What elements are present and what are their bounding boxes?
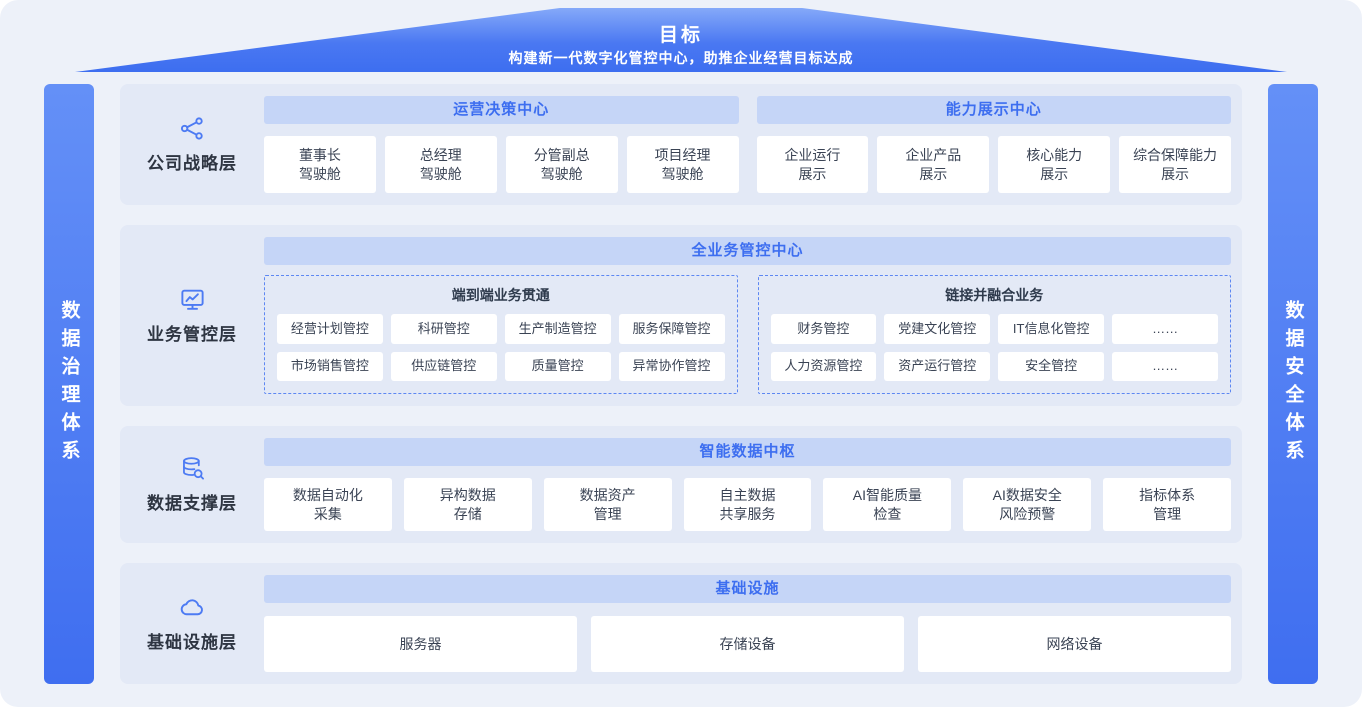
strategy-card: 企业产品 展示 — [877, 136, 990, 193]
strategy-card: 核心能力 展示 — [998, 136, 1111, 193]
group-title: 链接并融合业务 — [945, 287, 1044, 303]
infra-card: 存储设备 — [591, 616, 904, 672]
layer-panel-strategy: 公司战略层 运营决策中心 董事长 驾驶舱 总经理 驾驶舱 分管副总 驾驶舱 项目… — [120, 84, 1242, 205]
business-card: IT信息化管控 — [998, 314, 1105, 344]
business-card: 市场销售管控 — [277, 351, 383, 381]
business-card: 财务管控 — [770, 314, 877, 344]
cloud-icon — [179, 594, 206, 621]
business-card: 科研管控 — [390, 314, 497, 344]
card-row: 董事长 驾驶舱 总经理 驾驶舱 分管副总 驾驶舱 项目经理 驾驶舱 — [264, 136, 739, 193]
business-layer-content: 全业务管控中心 端到端业务贯通 经营计划管控 科研管控 生产制造管控 服务保障管… — [264, 225, 1242, 406]
strategy-card: 总经理 驾驶舱 — [384, 136, 497, 193]
card-row: 市场销售管控 供应链管控 质量管控 异常协作管控 — [277, 351, 725, 381]
business-groups: 端到端业务贯通 经营计划管控 科研管控 生产制造管控 服务保障管控 市场销售管控… — [264, 275, 1231, 394]
goal-banner: 目标 构建新一代数字化管控中心，助推企业经营目标达成 — [75, 8, 1287, 72]
business-card: 服务保障管控 — [618, 314, 725, 344]
group-title: 端到端业务贯通 — [451, 287, 550, 303]
business-card: 资产运行管控 — [884, 351, 991, 381]
card-row: 经营计划管控 科研管控 生产制造管控 服务保障管控 — [277, 314, 725, 344]
business-card: 经营计划管控 — [277, 314, 383, 344]
business-card: 人力资源管控 — [770, 351, 877, 381]
right-pillar-label: 数据安全体系 — [1282, 300, 1304, 468]
strategy-card: 综合保障能力 展示 — [1119, 136, 1231, 193]
strategy-card: 企业运行 展示 — [756, 136, 869, 193]
diagram-frame: 数据治理体系 公司战略层 — [44, 84, 1318, 684]
data-card: 异构数据 存储 — [403, 478, 532, 531]
left-pillar-data-governance: 数据治理体系 — [44, 84, 94, 684]
section-header: 基础设施 — [264, 575, 1231, 603]
data-card: 数据自动化 采集 — [264, 478, 392, 531]
decision-center-section: 运营决策中心 董事长 驾驶舱 总经理 驾驶舱 分管副总 驾驶舱 项目经理 驾驶舱 — [264, 96, 739, 193]
capability-center-section: 能力展示中心 企业运行 展示 企业产品 展示 核心能力 展示 综合保障能力 展示 — [756, 96, 1231, 193]
layer-panel-infrastructure: 基础设施层 基础设施 服务器 存储设备 网络设备 — [120, 563, 1242, 684]
right-pillar-data-security: 数据安全体系 — [1268, 84, 1318, 684]
layer-title: 基础设施层 — [147, 633, 237, 652]
monitor-chart-icon — [179, 286, 206, 313]
layer-title: 公司战略层 — [147, 154, 237, 173]
business-card: …… — [1112, 351, 1218, 381]
business-layer-label: 业务管控层 — [120, 225, 264, 406]
fused-business-group: 链接并融合业务 财务管控 党建文化管控 IT信息化管控 …… 人力资源管控 资产… — [757, 275, 1231, 394]
layer-panel-business: 业务管控层 全业务管控中心 端到端业务贯通 经营计划管控 科研管控 生产制造管控… — [120, 225, 1242, 406]
business-card: 质量管控 — [504, 351, 611, 381]
business-card: 党建文化管控 — [884, 314, 991, 344]
goal-title: 目标 — [658, 25, 703, 46]
business-card: …… — [1112, 314, 1218, 344]
infra-layer-content: 基础设施 服务器 存储设备 网络设备 — [264, 563, 1242, 684]
card-row: 财务管控 党建文化管控 IT信息化管控 …… — [770, 314, 1218, 344]
data-layer-label: 数据支撑层 — [120, 426, 264, 543]
card-row: 企业运行 展示 企业产品 展示 核心能力 展示 综合保障能力 展示 — [756, 136, 1231, 193]
data-card: 自主数据 共享服务 — [683, 478, 812, 531]
infra-card: 服务器 — [264, 616, 577, 672]
data-card: AI数据安全 风险预警 — [963, 478, 1092, 531]
strategy-card: 分管副总 驾驶舱 — [505, 136, 618, 193]
card-row: 数据自动化 采集 异构数据 存储 数据资产 管理 自主数据 共享服务 AI智能质… — [264, 478, 1232, 531]
goal-subtitle: 构建新一代数字化管控中心，助推企业经营目标达成 — [508, 50, 854, 66]
left-pillar-label: 数据治理体系 — [58, 300, 80, 468]
infra-layer-label: 基础设施层 — [120, 563, 264, 684]
business-card: 异常协作管控 — [618, 351, 725, 381]
data-card: 数据资产 管理 — [543, 478, 672, 531]
database-search-icon — [179, 455, 206, 482]
data-card: AI智能质量 检查 — [823, 478, 952, 531]
section-header: 智能数据中枢 — [264, 438, 1231, 466]
business-card: 安全管控 — [998, 351, 1105, 381]
strategy-card: 项目经理 驾驶舱 — [626, 136, 739, 193]
infra-card: 网络设备 — [918, 616, 1231, 672]
data-card: 指标体系 管理 — [1103, 478, 1232, 531]
layers-container: 公司战略层 运营决策中心 董事长 驾驶舱 总经理 驾驶舱 分管副总 驾驶舱 项目… — [120, 84, 1242, 684]
card-row: 人力资源管控 资产运行管控 安全管控 …… — [770, 351, 1218, 381]
strategy-layer-content: 运营决策中心 董事长 驾驶舱 总经理 驾驶舱 分管副总 驾驶舱 项目经理 驾驶舱… — [264, 84, 1242, 205]
section-header: 运营决策中心 — [264, 96, 739, 124]
section-header: 全业务管控中心 — [264, 237, 1231, 265]
card-row: 服务器 存储设备 网络设备 — [264, 616, 1231, 672]
strategy-card: 董事长 驾驶舱 — [264, 136, 376, 193]
data-layer-content: 智能数据中枢 数据自动化 采集 异构数据 存储 数据资产 管理 自主数据 共享服… — [264, 426, 1242, 543]
layer-title: 数据支撑层 — [147, 494, 237, 513]
network-nodes-icon — [179, 115, 206, 142]
section-header: 能力展示中心 — [756, 96, 1231, 124]
business-card: 生产制造管控 — [504, 314, 611, 344]
strategy-layer-label: 公司战略层 — [120, 84, 264, 205]
layer-title: 业务管控层 — [147, 325, 237, 344]
layer-panel-data-support: 数据支撑层 智能数据中枢 数据自动化 采集 异构数据 存储 数据资产 管理 自主… — [120, 426, 1242, 543]
end-to-end-group: 端到端业务贯通 经营计划管控 科研管控 生产制造管控 服务保障管控 市场销售管控… — [264, 275, 738, 394]
business-card: 供应链管控 — [390, 351, 497, 381]
